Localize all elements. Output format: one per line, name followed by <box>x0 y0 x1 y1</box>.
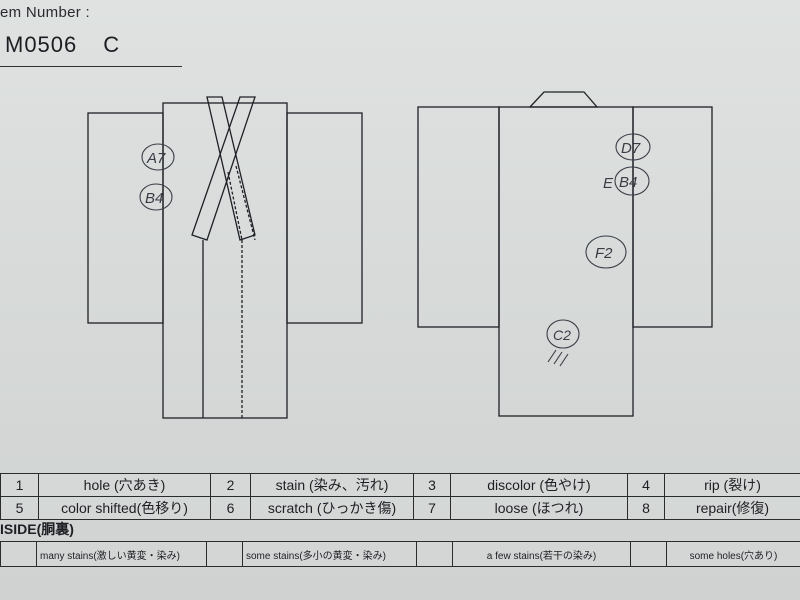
item-number-label: em Number : <box>0 4 90 21</box>
defect-label: color shifted(色移り) <box>38 496 211 520</box>
mark-e-prefix: E <box>603 175 614 192</box>
inside-level-label: a few stains(若干の染み) <box>452 541 631 567</box>
defect-label: repair(修復) <box>664 496 800 520</box>
inside-level-label: many stains(激しい黄変・染み) <box>36 541 207 567</box>
inside-check-box[interactable] <box>630 541 667 567</box>
item-code-line: M0506 C <box>5 32 146 58</box>
front-right-sleeve <box>286 112 363 324</box>
kimono-back-outline <box>417 91 713 417</box>
defect-label: discolor (色やけ) <box>450 473 628 497</box>
inside-check-box[interactable] <box>416 541 453 567</box>
defect-num: 2 <box>210 473 251 497</box>
kimono-front-outline <box>87 96 363 419</box>
table-row: 1 hole (穴あき) 2 stain (染み、汚れ) 3 discolor … <box>0 473 800 497</box>
item-grade: C <box>103 32 121 57</box>
mark-c2: C2 <box>553 327 571 343</box>
defect-num: 8 <box>627 496 665 520</box>
mark-f2-circle <box>585 235 627 269</box>
mark-a7-circle <box>141 143 175 171</box>
defect-label: rip (裂け) <box>664 473 800 497</box>
front-collar-left <box>206 96 256 241</box>
back-collar <box>528 91 599 108</box>
c2-hatching <box>547 349 569 367</box>
defect-label: loose (ほつれ) <box>450 496 628 520</box>
back-right-sleeve <box>632 106 713 328</box>
defect-num: 3 <box>413 473 451 497</box>
defect-num: 1 <box>0 473 39 497</box>
kimono-diagram: A7 B4 D7 E B4 F2 C2 <box>87 91 713 419</box>
mark-b4: B4 <box>145 190 163 207</box>
defect-label: stain (染み、汚れ) <box>250 473 414 497</box>
inside-check-box[interactable] <box>0 541 37 567</box>
table-row: many stains(激しい黄変・染み) some stains(多小の黄変・… <box>0 541 800 567</box>
item-code: M0506 <box>5 32 78 57</box>
inside-lining-table: many stains(激しい黄変・染み) some stains(多小の黄変・… <box>0 541 800 567</box>
defect-num: 6 <box>210 496 251 520</box>
mark-b4-back-circle <box>614 166 650 196</box>
table-row: 5 color shifted(色移り) 6 scratch (ひっかき傷) 7… <box>0 496 800 520</box>
defect-num: 5 <box>0 496 39 520</box>
back-body <box>498 106 634 417</box>
front-collar-right <box>191 96 256 241</box>
inside-check-box[interactable] <box>206 541 243 567</box>
front-okumi-stitches <box>227 165 256 418</box>
item-number-underline <box>0 66 182 67</box>
inside-level-label: some holes(穴あり) <box>666 541 800 567</box>
back-left-sleeve <box>417 106 500 328</box>
mark-c2-circle <box>546 319 580 349</box>
defect-legend-table: 1 hole (穴あき) 2 stain (染み、汚れ) 3 discolor … <box>0 473 800 520</box>
mark-b4-circle <box>139 183 173 211</box>
mark-b4-back: B4 <box>619 174 637 191</box>
mark-d7-circle <box>615 133 651 161</box>
defect-num: 4 <box>627 473 665 497</box>
defect-label: hole (穴あき) <box>38 473 211 497</box>
inside-lining-title: ISIDE(胴裏) <box>0 521 74 537</box>
defect-label: scratch (ひっかき傷) <box>250 496 414 520</box>
defect-num: 7 <box>413 496 451 520</box>
mark-a7: A7 <box>146 150 166 167</box>
inside-level-label: some stains(多小の黄変・染み) <box>242 541 417 567</box>
mark-f2: F2 <box>595 245 613 262</box>
front-body <box>162 102 288 419</box>
mark-d7: D7 <box>621 140 641 157</box>
